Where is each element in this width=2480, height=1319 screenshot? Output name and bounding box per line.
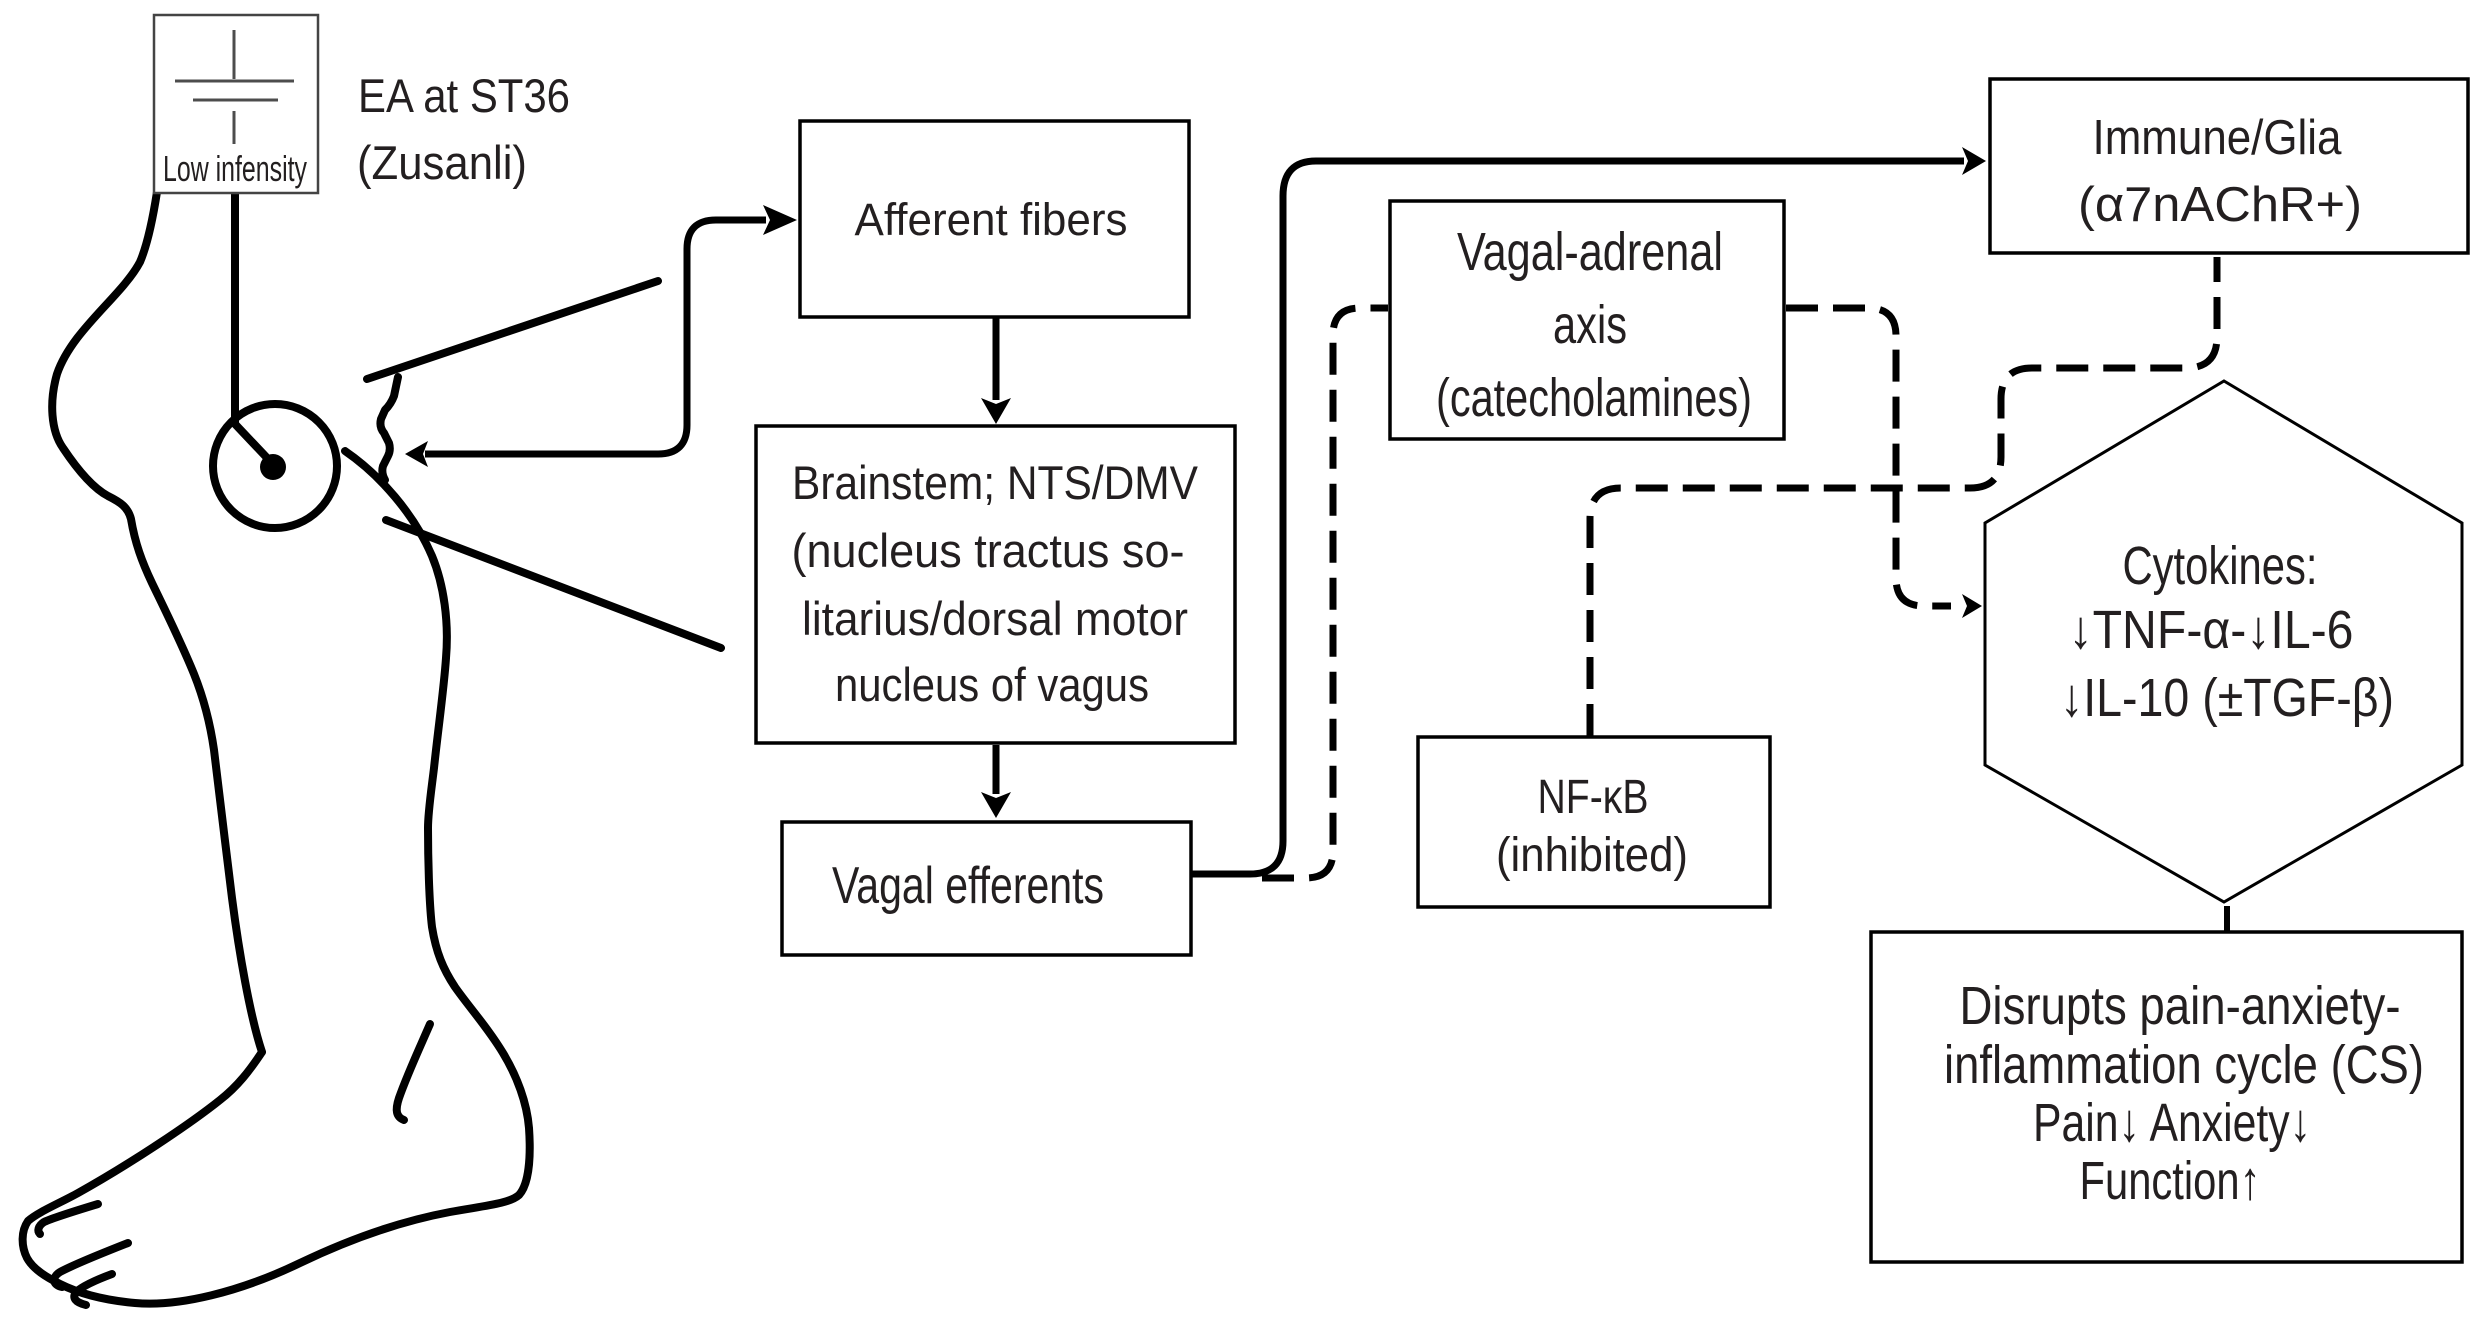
svg-text:Pain↓ Anxiety↓: Pain↓ Anxiety↓: [2033, 1093, 2311, 1153]
svg-text:Afferent fibers: Afferent fibers: [855, 194, 1128, 245]
svg-text:inflammation cycle (CS): inflammation cycle (CS): [1944, 1035, 2424, 1095]
svg-text:Immune/Glia: Immune/Glia: [2093, 111, 2343, 165]
svg-text:litarius/dorsal motor: litarius/dorsal motor: [802, 592, 1188, 645]
svg-text:NF-κB: NF-κB: [1538, 771, 1649, 824]
svg-text:↓IL-10 (±TGF-β): ↓IL-10 (±TGF-β): [2060, 668, 2394, 728]
svg-text:(inhibited): (inhibited): [1496, 829, 1688, 882]
svg-text:↓TNF-α-↓IL-6: ↓TNF-α-↓IL-6: [2069, 600, 2354, 660]
svg-text:nucleus of vagus: nucleus of vagus: [835, 658, 1149, 711]
svg-text:(α7nAChR+): (α7nAChR+): [2078, 178, 2362, 232]
svg-text:Low infensity: Low infensity: [163, 148, 307, 189]
svg-text:Function↑: Function↑: [2080, 1151, 2261, 1211]
svg-text:(nucleus tractus so-: (nucleus tractus so-: [792, 524, 1185, 577]
svg-text:EA at ST36: EA at ST36: [358, 69, 570, 122]
svg-text:Disrupts pain-anxiety-: Disrupts pain-anxiety-: [1960, 976, 2401, 1036]
svg-text:(Zusanli): (Zusanli): [357, 136, 527, 189]
svg-text:Vagal efferents: Vagal efferents: [832, 857, 1104, 915]
svg-text:Vagal-adrenal: Vagal-adrenal: [1457, 222, 1723, 282]
svg-text:axis: axis: [1553, 295, 1627, 355]
svg-text:(catecholamines): (catecholamines): [1436, 368, 1752, 428]
svg-text:Cytokines:: Cytokines:: [2123, 536, 2318, 596]
svg-text:Brainstem; NTS/DMV: Brainstem; NTS/DMV: [792, 456, 1199, 509]
